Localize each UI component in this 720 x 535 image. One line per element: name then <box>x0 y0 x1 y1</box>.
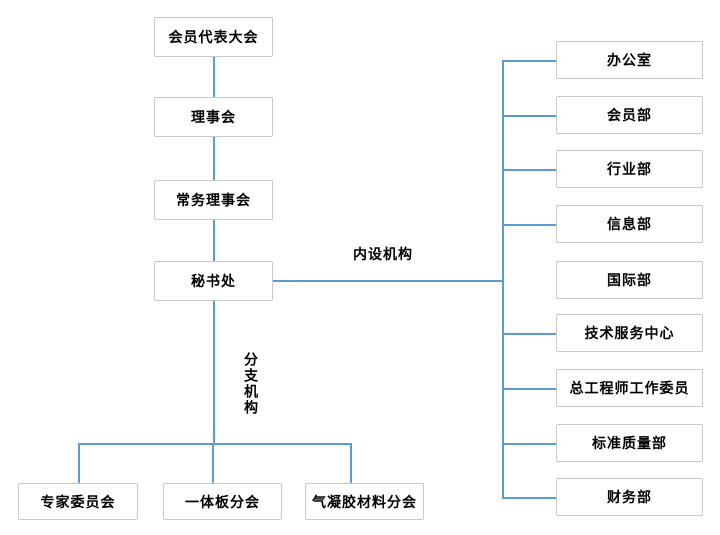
connector-information-dept <box>502 224 556 226</box>
box-aerogel-materials-branch: 气凝胶材料分会 <box>305 483 424 520</box>
box-tech-service-center: 技术服务中心 <box>556 314 703 352</box>
connector-membership-dept <box>502 115 556 117</box>
box-secretariat: 秘书处 <box>154 261 273 301</box>
branch-orgs-label: 分支机构 <box>243 352 259 416</box>
box-office: 办公室 <box>556 41 703 79</box>
drop-integrated-panel-branch <box>212 443 214 483</box>
box-expert-committee: 专家委员会 <box>18 483 138 520</box>
box-industry-dept: 行业部 <box>556 150 703 188</box>
box-membership-dept: 会员部 <box>556 96 703 134</box>
box-chief-engineer-committee: 总工程师工作委员 <box>556 369 703 407</box>
chain-connector-3 <box>213 220 215 261</box>
chain-connector-1 <box>213 57 215 97</box>
box-standing-council: 常务理事会 <box>154 180 273 220</box>
box-member-congress: 会员代表大会 <box>154 17 273 57</box>
connector-office <box>502 60 556 62</box>
internal-orgs-label: 内设机构 <box>353 246 413 262</box>
chain-connector-2 <box>213 137 215 180</box>
secretariat-to-internal-line <box>273 280 502 282</box>
box-integrated-panel-branch: 一体板分会 <box>163 483 282 520</box>
box-international-dept: 国际部 <box>556 261 703 299</box>
box-finance-dept: 财务部 <box>556 478 703 516</box>
internal-trunk-line <box>502 60 504 497</box>
drop-aerogel-materials-branch <box>350 443 352 483</box>
connector-finance-dept <box>502 497 556 499</box>
box-standards-quality-dept: 标准质量部 <box>556 424 703 462</box>
branch-horizontal-line <box>78 443 350 445</box>
box-council: 理事会 <box>154 97 273 137</box>
drop-expert-committee <box>78 443 80 483</box>
connector-chief-engineer-committee <box>502 388 556 390</box>
connector-industry-dept <box>502 169 556 171</box>
connector-tech-service-center <box>502 333 556 335</box>
box-information-dept: 信息部 <box>556 205 703 243</box>
branch-trunk-line <box>213 301 215 443</box>
connector-standards-quality-dept <box>502 443 556 445</box>
